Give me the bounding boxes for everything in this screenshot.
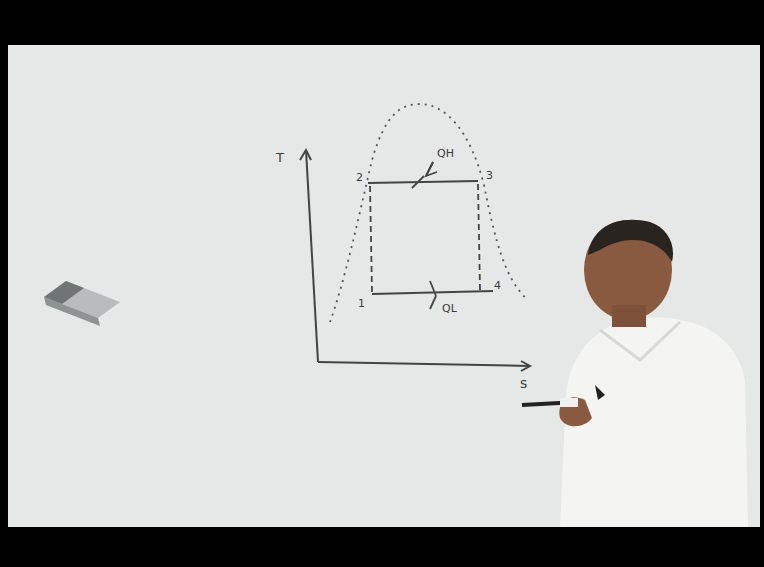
whiteboard	[8, 45, 760, 527]
heat-label: QH	[437, 148, 454, 159]
axis-label: T	[276, 151, 284, 164]
eraser	[44, 281, 120, 326]
state-number: 2	[356, 172, 363, 183]
heat-label: QL	[442, 303, 457, 314]
saturation-dome	[330, 104, 528, 322]
lecturer	[522, 220, 748, 527]
state-number: 4	[494, 280, 501, 291]
state-number: 1	[358, 298, 365, 309]
cycle	[368, 162, 493, 309]
axis-label: s	[520, 376, 527, 390]
axes	[300, 150, 530, 371]
state-number: 3	[486, 170, 493, 181]
